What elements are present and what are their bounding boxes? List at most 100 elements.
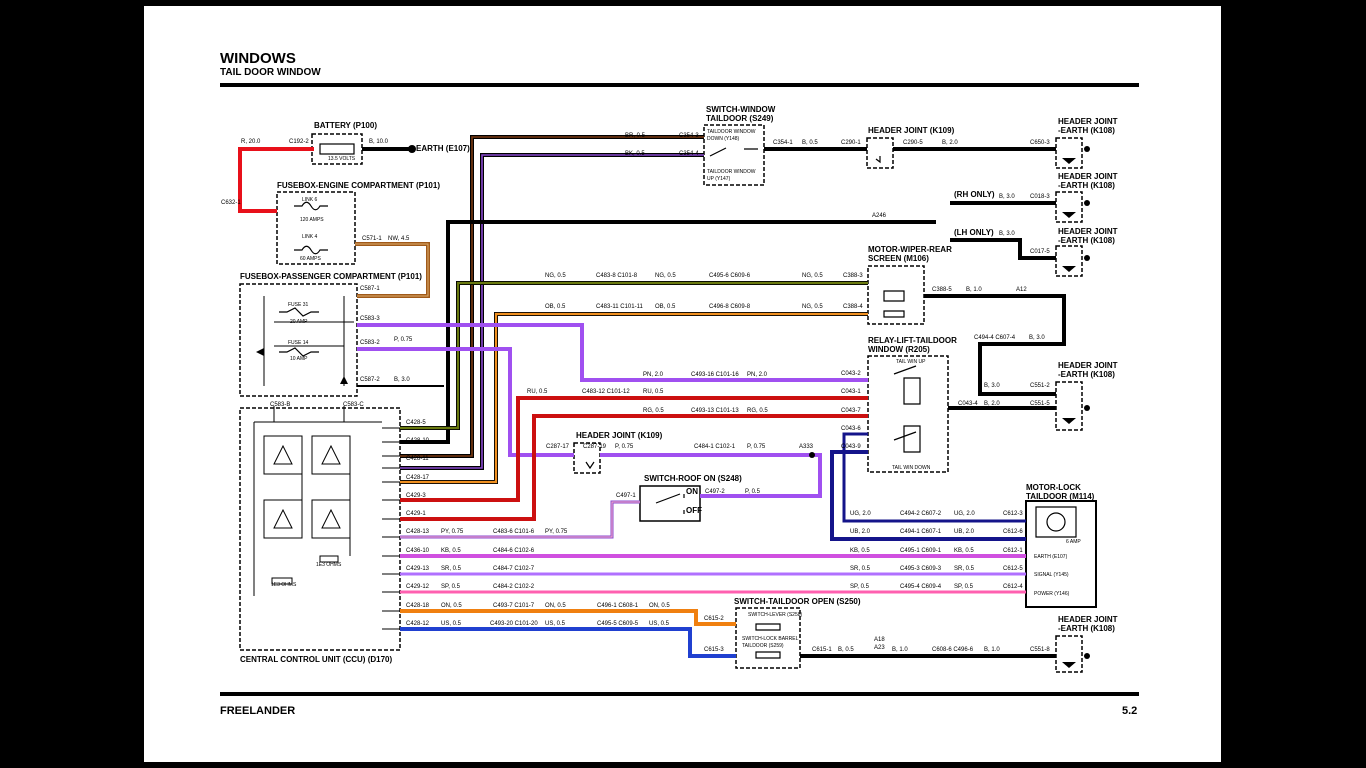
relay-b: WINDOW (R205) <box>868 345 930 354</box>
wire-label: P, 0.75 <box>747 444 766 450</box>
signal-label: SIGNAL (Y145) <box>1034 572 1069 578</box>
wire-label: C484-7 C102-7 <box>493 566 535 572</box>
switch-taildoor-box <box>735 607 801 669</box>
link6-label: LINK 6 <box>302 197 318 203</box>
wire-label: C483-8 C101-8 <box>596 273 638 279</box>
hj-earth-4a: HEADER JOINT <box>1058 361 1118 370</box>
wire-label: C583-3 <box>360 316 380 322</box>
fuse31-amps: 20 AMP <box>290 319 308 325</box>
wire-label: C428-13 <box>406 529 430 535</box>
wire-label: C587-2 <box>360 377 380 383</box>
header-k109b-label: HEADER JOINT (K109) <box>576 431 663 440</box>
motor-wiper-a: MOTOR-WIPER-REAR <box>868 245 952 254</box>
wire-label: B, 10.0 <box>369 139 389 145</box>
footer-page: 5.2 <box>1122 705 1138 717</box>
wire-label: C495-3 C609-3 <box>900 566 942 572</box>
wire-label: C287-19 <box>583 444 607 450</box>
wire-label: C494-4 C607-4 <box>974 335 1016 341</box>
off-label: OFF <box>686 506 702 515</box>
wire-label: C615-3 <box>704 647 724 653</box>
link4-amps: 60 AMPS <box>300 256 322 262</box>
page-subtitle: TAIL DOOR WINDOW <box>220 67 321 78</box>
ccu-label: CENTRAL CONTROL UNIT (CCU) (D170) <box>240 655 392 664</box>
wire-label: P, 0.75 <box>394 337 413 343</box>
tw-up-a: TAILDOOR WINDOW <box>707 169 756 175</box>
motor-lock-box <box>1025 500 1097 608</box>
wire-label: C571-1 <box>362 236 382 242</box>
wire-label: C495-6 C609-6 <box>709 273 751 279</box>
wire-label: BR, 0.5 <box>625 133 646 139</box>
wire-label: PY, 0.75 <box>545 529 568 535</box>
wire-label: C495-5 C609-5 <box>597 621 639 627</box>
wire-label: C583-2 <box>360 340 380 346</box>
wire-label: NG, 0.5 <box>545 273 566 279</box>
wire-label: C615-2 <box>704 616 724 622</box>
wire-label: KB, 0.5 <box>441 548 461 554</box>
wire-label: C612-4 <box>1003 584 1023 590</box>
fusebox-engine-label: FUSEBOX-ENGINE COMPARTMENT (P101) <box>277 181 440 190</box>
wire-label: NG, 0.5 <box>655 273 676 279</box>
tw-down-b: DOWN (Y148) <box>707 136 740 142</box>
hj-earth-1a: HEADER JOINT <box>1058 117 1118 126</box>
wire-label: C388-3 <box>843 273 863 279</box>
wire-label: B, 1.0 <box>892 647 908 653</box>
wire-label: C587-1 <box>360 286 380 292</box>
wire-label: RG, 0.5 <box>643 408 664 414</box>
wire-label: A246 <box>872 213 887 219</box>
page-title: WINDOWS <box>220 50 296 67</box>
switch-lever-label: SWITCH-LEVER (S258) <box>748 612 803 618</box>
wire-label: PY, 0.75 <box>441 529 464 535</box>
wire-label: UB, 2.0 <box>850 529 871 535</box>
wire-label: C428-11 <box>406 456 429 462</box>
motor-lock-a: MOTOR-LOCK <box>1026 483 1081 492</box>
wire-label: C493-16 C101-16 <box>691 372 739 378</box>
hj-earth-4b: -EARTH (K108) <box>1058 370 1115 379</box>
motor-amp: 6 AMP <box>1066 539 1081 545</box>
wire-label: C493-13 C101-13 <box>691 408 739 414</box>
wire-label: C551-5 <box>1030 401 1050 407</box>
wire-label: A23 <box>874 645 885 651</box>
hj-earth-5b: -EARTH (K108) <box>1058 624 1115 633</box>
header-k109-label: HEADER JOINT (K109) <box>868 126 955 135</box>
wire-label: C192-2 <box>289 139 309 145</box>
wire-label: C436-10 <box>406 548 430 554</box>
on-label: ON <box>686 487 698 496</box>
hj-earth-1-box <box>1055 137 1083 169</box>
wire-label: C497-1 <box>616 493 636 499</box>
hj-earth-1b: -EARTH (K108) <box>1058 126 1115 135</box>
wire-label: PN, 2.0 <box>747 372 768 378</box>
switch-roof-label: SWITCH-ROOF ON (S248) <box>644 474 742 483</box>
wire-label: B, 3.0 <box>999 231 1015 237</box>
tw-down-a: TAILDOOR WINDOW <box>707 129 756 135</box>
wire-label: US, 0.5 <box>441 621 462 627</box>
diagram-sheet: WINDOWS TAIL DOOR WINDOW <box>144 6 1221 762</box>
rh-only-label: (RH ONLY) <box>954 190 995 199</box>
ccu-box <box>239 407 401 651</box>
wire-label: C583-B <box>270 402 290 408</box>
wire-label: SP, 0.5 <box>850 584 870 590</box>
wire-label: C428-18 <box>406 603 430 609</box>
hj-earth-5a: HEADER JOINT <box>1058 615 1118 624</box>
wire-label: SP, 0.5 <box>441 584 461 590</box>
wire-label: RG, 0.5 <box>747 408 768 414</box>
wire-label: C612-5 <box>1003 566 1023 572</box>
wire-label: SP, 0.5 <box>954 584 974 590</box>
hj-earth-2b: -EARTH (K108) <box>1058 181 1115 190</box>
wire-label: C428-5 <box>406 420 426 426</box>
earth-e107b: EARTH (E107) <box>1034 554 1068 560</box>
fusebox-engine-box <box>276 191 356 265</box>
ohms1-label: 1E3 OHMS <box>316 562 342 568</box>
wire-label: C495-1 C609-1 <box>900 548 942 554</box>
link6-amps: 120 AMPS <box>300 217 324 223</box>
relay-box <box>867 355 949 473</box>
wire-label: US, 0.5 <box>649 621 670 627</box>
wire-label: C484-1 C102-1 <box>694 444 736 450</box>
wire-label: B, 0.5 <box>838 647 854 653</box>
wire-label: C483-12 C101-12 <box>582 389 630 395</box>
wire-label: KB, 0.5 <box>850 548 870 554</box>
wire-label: ON, 0.5 <box>441 603 462 609</box>
wire-label: B, 2.0 <box>942 140 958 146</box>
wire-label: B, 3.0 <box>1029 335 1045 341</box>
wire-label: B, 3.0 <box>394 377 410 383</box>
